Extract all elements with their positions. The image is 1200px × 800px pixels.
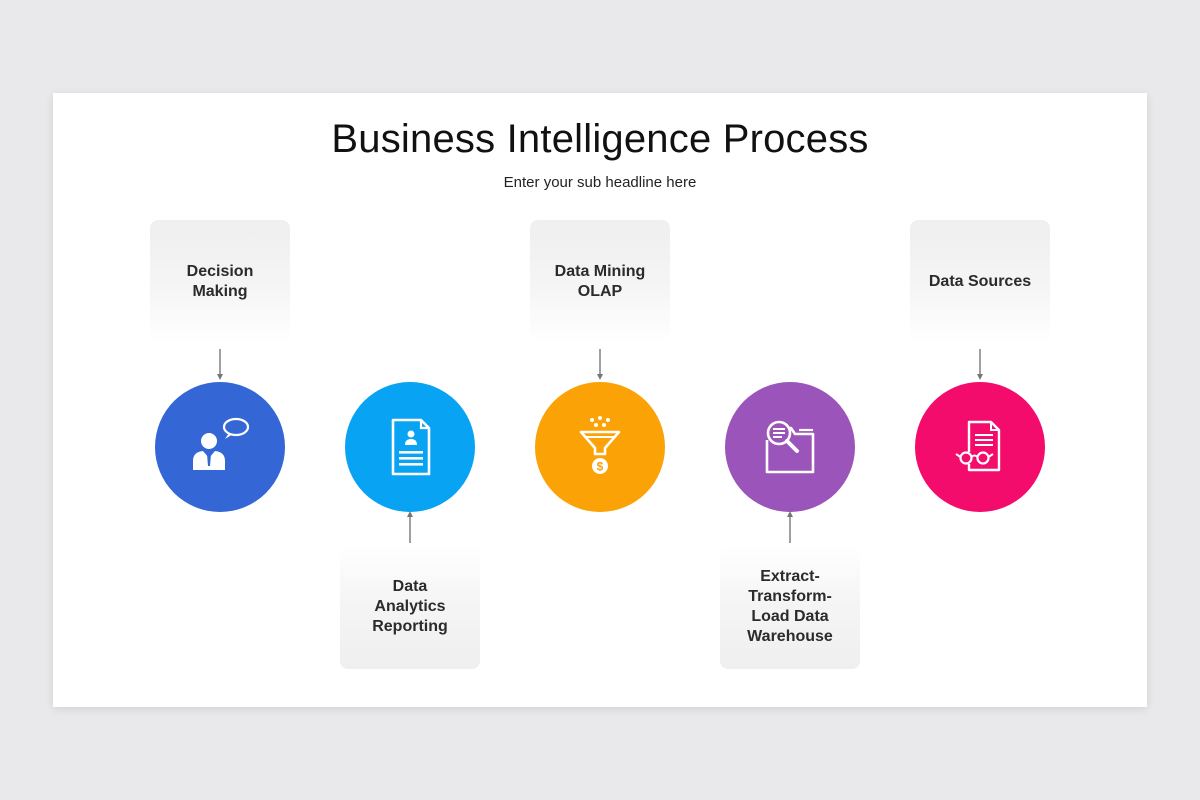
page-title: Business Intelligence Process: [331, 117, 869, 161]
step-circle-data-mining-olap: $: [535, 382, 665, 512]
step-label-box-etl-data-warehouse: Extract- Transform- Load Data Warehouse: [720, 545, 860, 669]
step-label-box-data-sources: Data Sources: [910, 220, 1050, 344]
businessman-speech-icon: [193, 417, 250, 470]
resume-document-icon: [391, 418, 431, 476]
step-circle-decision-making: [155, 382, 285, 512]
step-circle-data-sources: [915, 382, 1045, 512]
step-label: Data Mining OLAP: [554, 263, 646, 300]
connector-arrow: [977, 349, 983, 380]
page-subtitle: Enter your sub headline here: [503, 174, 697, 191]
step-label: Data Analytics Reporting: [372, 578, 448, 635]
connector-arrow: [597, 349, 603, 380]
connector-arrow: [217, 349, 223, 380]
step-label: Data Sources: [928, 273, 1032, 290]
connector-arrow: [787, 511, 793, 543]
step-label-box-data-analytics-reporting: Data Analytics Reporting: [340, 545, 480, 669]
step-label: Decision Making: [186, 263, 254, 300]
step-label: Extract- Transform- Load Data Warehouse: [747, 568, 833, 645]
step-circle-data-analytics-reporting: [345, 382, 475, 512]
svg-text:$: $: [597, 460, 604, 474]
step-circle-etl-data-warehouse: [725, 382, 855, 512]
folder-magnifier-icon: [765, 420, 815, 474]
document-glasses-icon: [955, 420, 1001, 472]
step-label-box-data-mining-olap: Data Mining OLAP: [530, 220, 670, 344]
connector-arrow: [407, 511, 413, 543]
step-label-box-decision-making: Decision Making: [150, 220, 290, 344]
funnel-dollar-icon: $: [579, 416, 621, 474]
